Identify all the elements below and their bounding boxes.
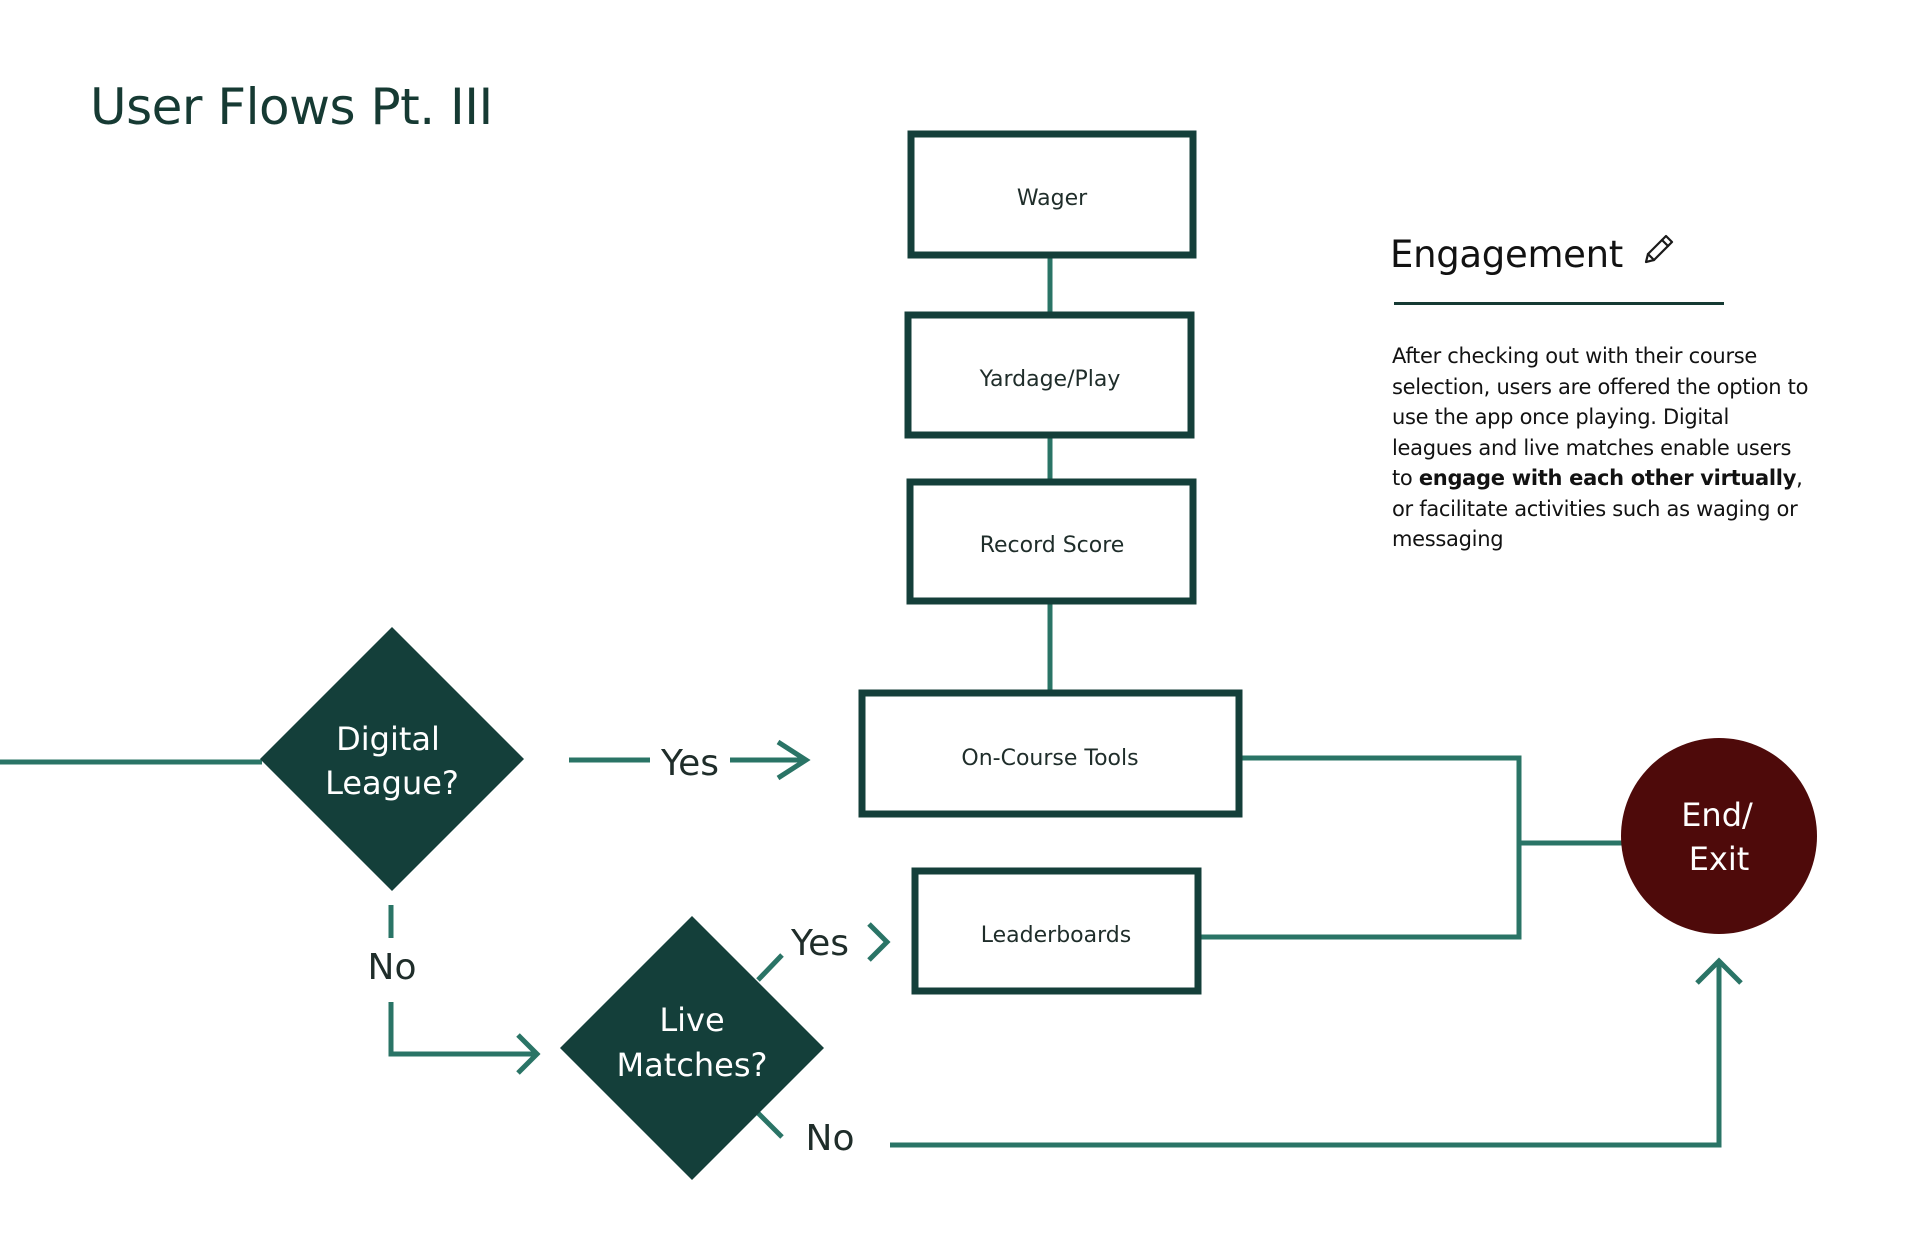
process-boxes [858, 130, 1243, 995]
digital-league-label-line1: Digital [336, 720, 440, 758]
wager-label: Wager [1017, 186, 1088, 211]
node-end-exit [1621, 738, 1817, 934]
engagement-divider [1394, 302, 1724, 305]
arrow-head-to-end [1695, 957, 1743, 985]
edge-label-digital-no: No [368, 947, 417, 988]
connector-no-to-live [388, 1002, 536, 1057]
arrow-head-to-tools [776, 739, 811, 781]
decision-digital-league [260, 627, 524, 891]
decision-live-matches [560, 916, 824, 1180]
node-record-score [906, 478, 1197, 605]
live-matches-label-line1: Live [659, 1001, 724, 1039]
record-score-label: Record Score [980, 533, 1125, 558]
node-leaderboards [911, 867, 1202, 995]
end-exit-label-line2: Exit [1689, 840, 1750, 878]
edge-label-digital-yes: Yes [660, 743, 719, 784]
arrow-head-to-live [516, 1033, 541, 1075]
engagement-title: Engagement [1390, 232, 1624, 276]
engagement-header: Engagement [1390, 226, 1810, 282]
edge-label-live-yes: Yes [790, 923, 849, 964]
engagement-panel: Engagement After checking out with their… [1390, 226, 1810, 555]
connector-tools-merge [1198, 755, 1522, 940]
node-wager [907, 130, 1197, 259]
digital-league-label-line2: League? [325, 764, 459, 802]
page-title: User Flows Pt. III [90, 78, 493, 136]
engagement-text-part2: , or facilitate activities such as wagin… [1392, 466, 1803, 551]
live-matches-label-line2: Matches? [617, 1046, 768, 1084]
connector-live-no [756, 1111, 784, 1139]
engagement-text-part1: After checking out with their course sel… [1392, 344, 1809, 490]
leaderboards-label: Leaderboards [981, 923, 1131, 948]
connector-live-yes [756, 953, 784, 982]
end-exit-label-line1: End/ [1681, 796, 1753, 834]
engagement-text-bold: engage with each other virtually [1418, 466, 1797, 490]
arrow-head-to-leaderboards [867, 922, 891, 962]
pencil-icon [1644, 234, 1674, 264]
connector-no-to-end [890, 963, 1722, 1148]
on-course-tools-label: On-Course Tools [961, 746, 1138, 771]
yardage-play-label: Yardage/Play [979, 367, 1121, 392]
node-yardage-play [904, 311, 1195, 439]
engagement-description: After checking out with their course sel… [1392, 341, 1810, 555]
node-on-course-tools [858, 689, 1243, 818]
edge-label-live-no: No [806, 1118, 855, 1159]
connectors [0, 255, 1743, 1148]
